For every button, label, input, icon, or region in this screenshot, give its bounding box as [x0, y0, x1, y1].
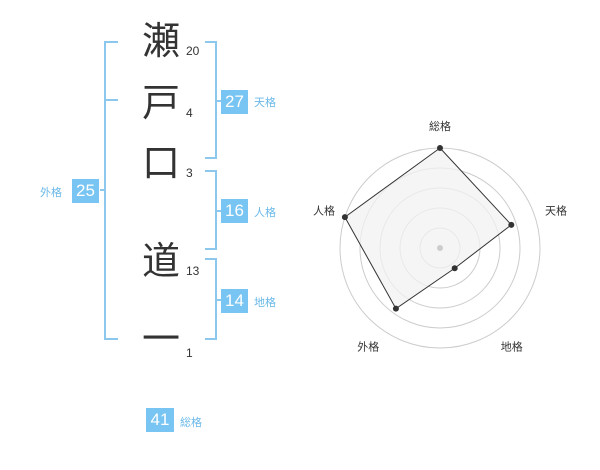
chikaku-bracket-tick [217, 299, 221, 301]
radar-point-5 [341, 214, 348, 221]
name-char-2: 戸 [141, 81, 180, 125]
chikaku-value: 14 [221, 289, 248, 313]
stroke-count-4: 13 [186, 264, 200, 278]
name-char-1: 瀬 [141, 19, 180, 63]
stroke-count-3: 3 [186, 166, 193, 180]
chikaku-label: 地格 [254, 296, 276, 309]
radar-point-2 [508, 221, 515, 228]
jinkaku-bracket-tick [217, 210, 221, 212]
radar-point-4 [392, 305, 399, 312]
gaikaku-label: 外格 [40, 186, 62, 199]
jinkaku-value: 16 [221, 199, 248, 223]
radar-axis-label-5: 人格 [313, 203, 335, 217]
tenkaku-bracket [205, 41, 217, 159]
gaikaku-bracket-inner-tick [104, 99, 118, 101]
radar-data-polygon [344, 147, 513, 310]
chikaku-bracket [205, 258, 217, 340]
tenkaku-value: 27 [221, 90, 248, 114]
jinkaku-bracket [205, 170, 217, 250]
radar-axis-label-3: 地格 [501, 340, 523, 354]
radar-center-dot [437, 245, 443, 251]
tenkaku-bracket-tick [217, 100, 221, 102]
gaikaku-value: 25 [72, 179, 99, 203]
name-char-3: 口 [141, 141, 180, 185]
soukaku-value: 41 [146, 408, 174, 432]
name-char-4: 道 [141, 239, 180, 283]
radar-axis-label-2: 天格 [545, 203, 567, 217]
radar-point-3 [451, 265, 458, 272]
gaikaku-bracket-tick [100, 189, 104, 191]
stroke-count-1: 20 [186, 44, 200, 58]
radar-axis-label-4: 外格 [357, 340, 379, 354]
stroke-count-5: 1 [186, 346, 193, 360]
stroke-count-2: 4 [186, 106, 193, 120]
radar-point-1 [437, 145, 443, 151]
gaikaku-bracket [104, 41, 118, 340]
jinkaku-label: 人格 [254, 206, 276, 219]
soukaku-label: 総格 [180, 416, 202, 429]
tenkaku-label: 天格 [254, 96, 276, 109]
name-char-5: 一 [141, 317, 180, 361]
radar-axis-label-1: 総格 [429, 119, 451, 133]
